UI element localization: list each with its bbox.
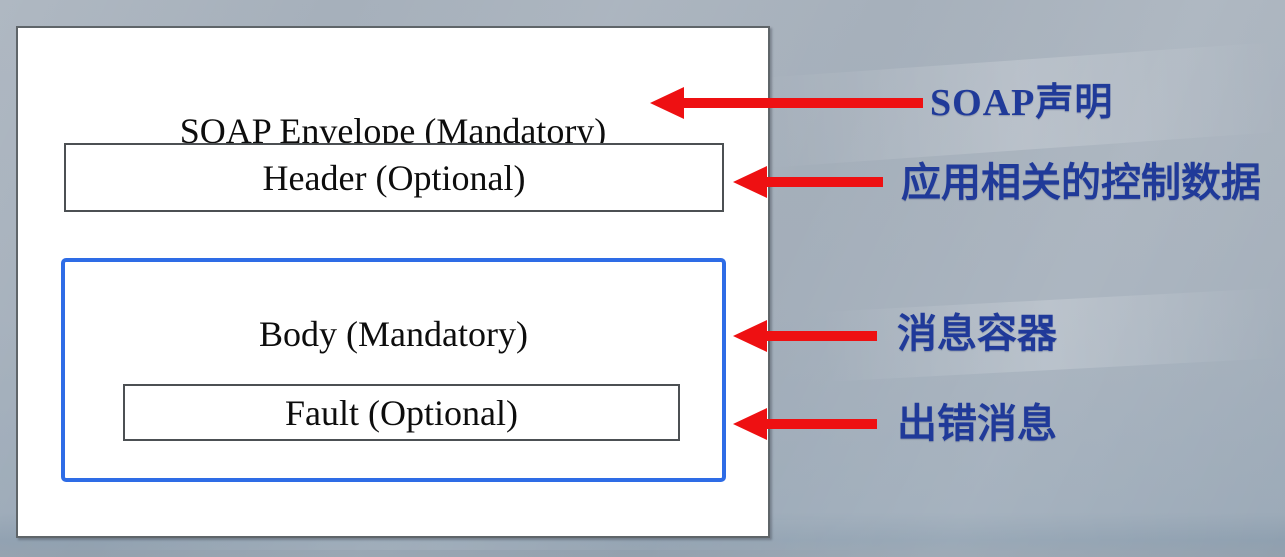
header-box: Header (Optional) [64, 143, 724, 212]
arrow-shaft [767, 331, 877, 341]
annotation-soap-declaration: SOAP声明 [930, 82, 1114, 124]
fault-label: Fault (Optional) [285, 392, 518, 433]
annotation-message-container: 消息容器 [897, 311, 1057, 357]
arrow-left-icon-body [733, 320, 877, 352]
soap-envelope-box: SOAP Envelope (Mandatory) Header (Option… [16, 26, 770, 538]
annotation-error-message: 出错消息 [897, 401, 1057, 447]
arrowhead-icon [650, 87, 684, 119]
annotation-app-control-data: 应用相关的控制数据 [901, 160, 1261, 206]
arrow-left-icon-envelope [650, 87, 923, 119]
arrow-left-icon-header [733, 166, 883, 198]
arrowhead-icon [733, 408, 767, 440]
arrow-shaft [767, 419, 877, 429]
arrowhead-icon [733, 320, 767, 352]
fault-box: Fault (Optional) [123, 384, 680, 441]
body-box: Body (Mandatory) Fault (Optional) [61, 258, 726, 482]
arrow-left-icon-fault [733, 408, 877, 440]
arrow-shaft [684, 98, 923, 108]
arrow-shaft [767, 177, 883, 187]
header-label: Header (Optional) [262, 157, 526, 198]
body-label: Body (Mandatory) [259, 314, 528, 354]
arrowhead-icon [733, 166, 767, 198]
